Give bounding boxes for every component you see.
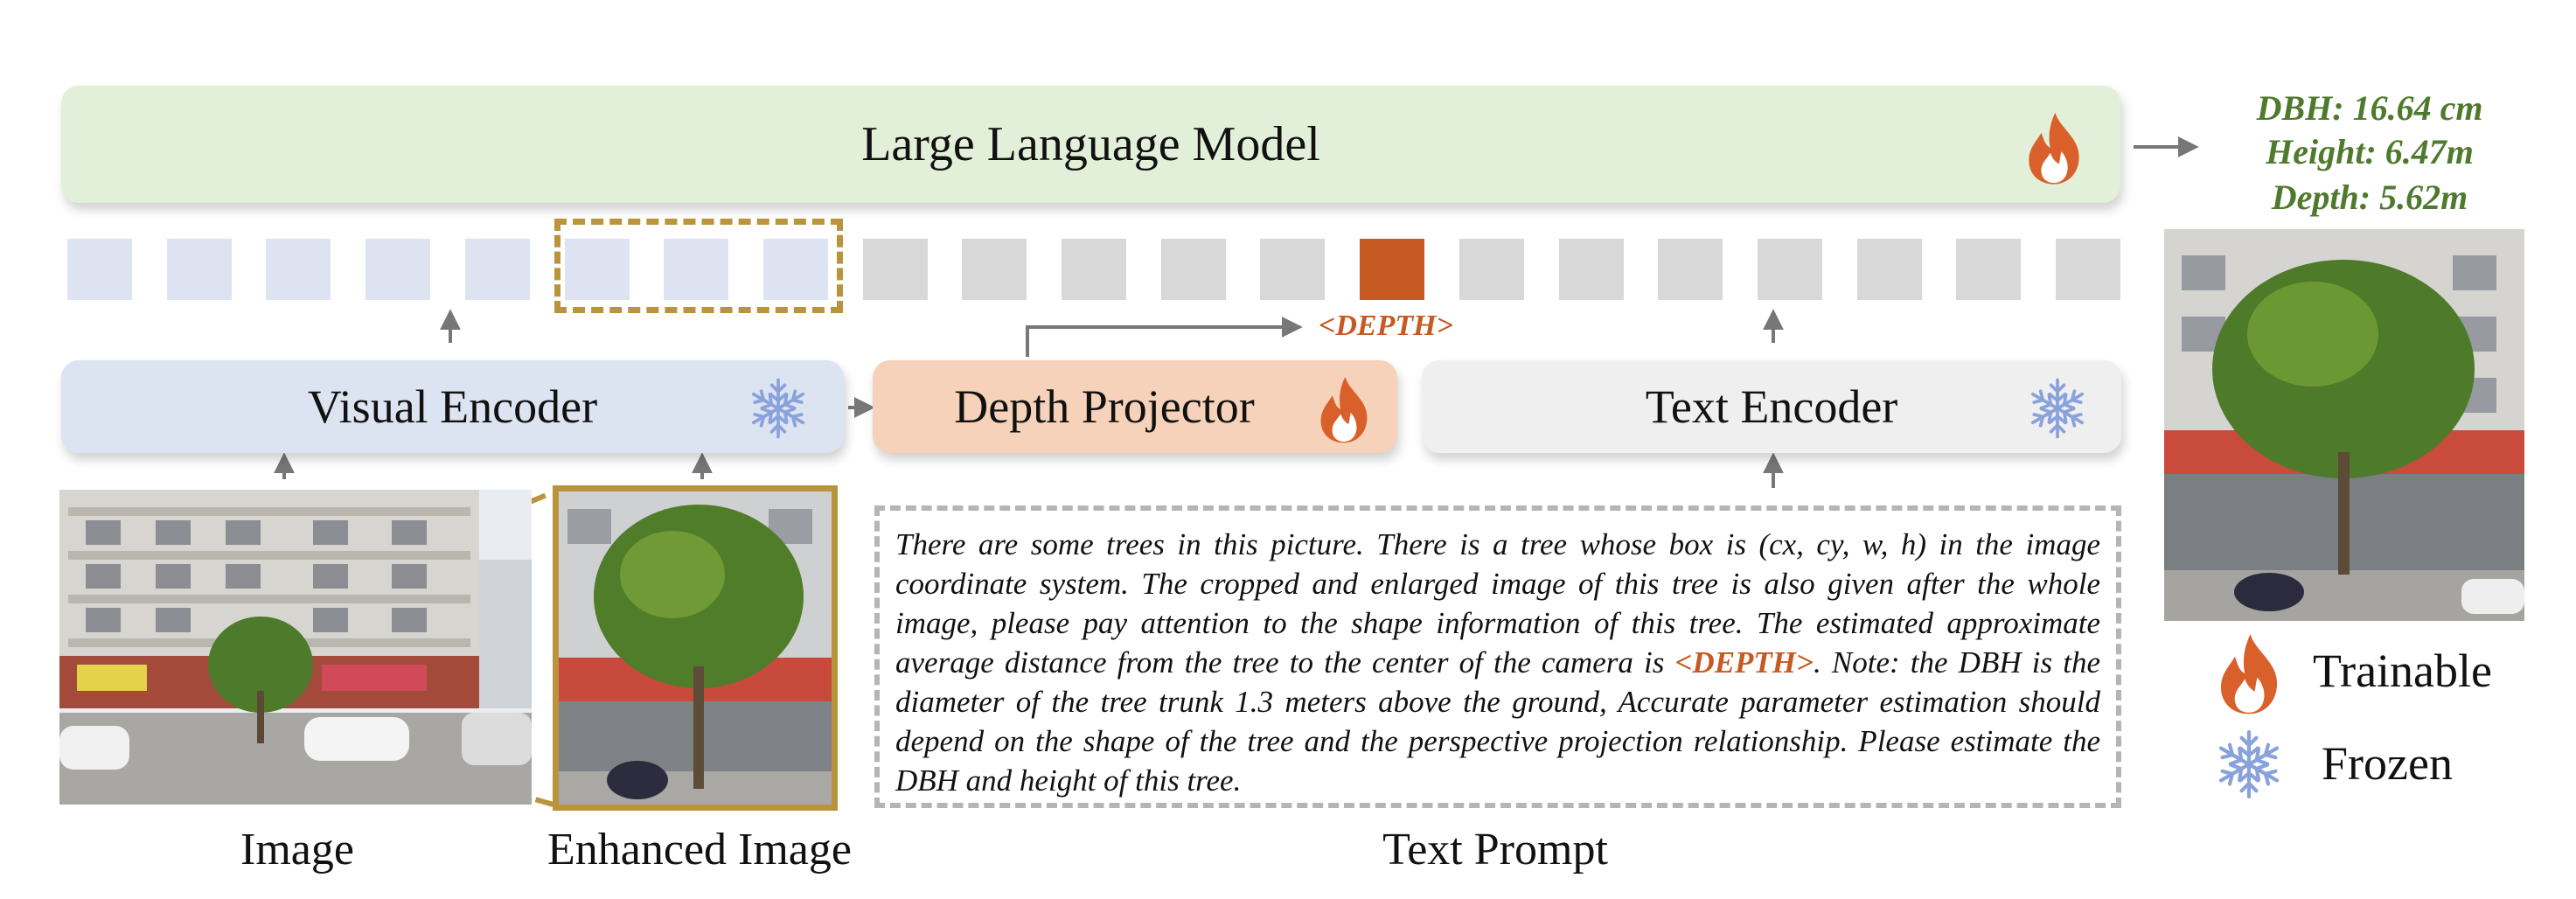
- text-token: [962, 239, 1027, 300]
- output-tree-image: [2164, 229, 2524, 621]
- text-token: [1956, 239, 2021, 300]
- llm-title: Large Language Model: [861, 117, 1320, 171]
- visual-token: [67, 239, 132, 300]
- prompt-text-part1: There are some trees in this picture. Th…: [895, 527, 2100, 679]
- enhanced-image: [559, 491, 832, 805]
- enhanced-image-frame: [553, 485, 838, 811]
- depth-projector: Depth Projector: [873, 360, 1397, 453]
- prompt-depth-token: <DEPTH>: [1674, 645, 1814, 679]
- text-prompt-caption: Text Prompt: [1382, 825, 1608, 875]
- depth-to-token-arrow: [1026, 317, 1303, 357]
- enhanced-tokens-highlight: [554, 219, 843, 313]
- visual-token: [465, 239, 530, 300]
- legend-flame-icon: [2214, 631, 2284, 715]
- depth-projector-label: Depth Projector: [954, 380, 1255, 433]
- visual-token: [763, 239, 828, 300]
- text-encoder: Text Encoder: [1422, 360, 2121, 453]
- legend-trainable-label: Trainable: [2313, 645, 2492, 697]
- text-token: [1857, 239, 1922, 300]
- text-token: [1758, 239, 1822, 300]
- text-encoder-label: Text Encoder: [1645, 380, 1898, 433]
- output-dbh: DBH: 16.64 cm: [2256, 88, 2483, 128]
- image-caption: Image: [240, 825, 354, 875]
- snowflake-icon: [2025, 376, 2090, 441]
- text-token: [1062, 239, 1126, 300]
- depth-token-label: <DEPTH>: [1319, 310, 1453, 342]
- legend-frozen-label: Frozen: [2322, 737, 2453, 790]
- text-prompt-box: There are some trees in this picture. Th…: [874, 505, 2121, 808]
- text-token: [863, 239, 928, 300]
- visual-token: [266, 239, 331, 300]
- text-token: [1559, 239, 1624, 300]
- prompt-text-part2: . Note: the DBH is the diameter of the t…: [895, 645, 2100, 798]
- output-depth: Depth: 5.62m: [2271, 178, 2468, 217]
- visual-encoder-label: Visual Encoder: [307, 380, 598, 433]
- street-image: [59, 490, 532, 805]
- depth-token: [1360, 239, 1424, 300]
- visual-token: [167, 239, 232, 300]
- visual-token: [366, 239, 430, 300]
- text-token: [1260, 239, 1325, 300]
- output-height: Height: 6.47m: [2266, 132, 2474, 171]
- flame-icon: [1315, 374, 1373, 444]
- snowflake-icon: [746, 376, 811, 441]
- text-token: [2056, 239, 2120, 300]
- text-token: [1459, 239, 1524, 300]
- text-token: [1161, 239, 1226, 300]
- visual-token: [565, 239, 630, 300]
- legend-snowflake-icon: [2212, 728, 2286, 801]
- enhanced-image-caption: Enhanced Image: [547, 825, 852, 875]
- visual-encoder: Visual Encoder: [61, 360, 844, 453]
- visual-token: [664, 239, 728, 300]
- text-token: [1658, 239, 1723, 300]
- llm-block: Large Language Model: [61, 86, 2120, 203]
